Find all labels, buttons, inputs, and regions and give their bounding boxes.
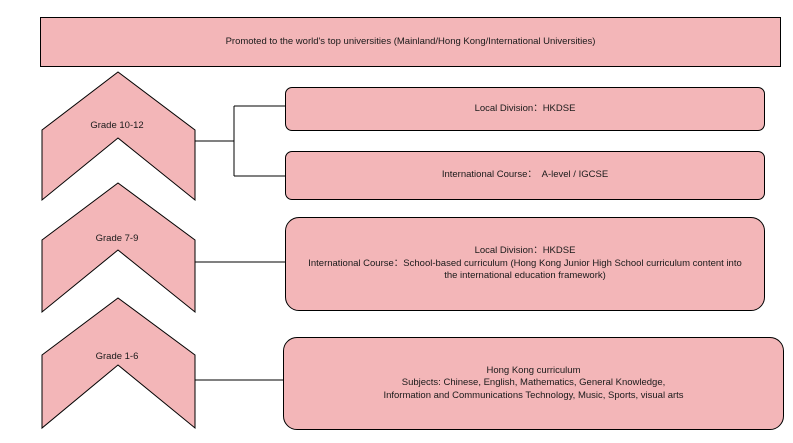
chevron-grade-1-6 <box>41 297 196 430</box>
senior-international-course-text: International Course： A-level / IGCSE <box>441 169 609 181</box>
junior-local-division-text: Local Division：HKDSE <box>474 245 576 257</box>
university-promotion-text: Promoted to the world's top universities… <box>225 35 596 47</box>
senior-international-course-box: International Course： A-level / IGCSE <box>285 151 765 200</box>
junior-international-course-text: International Course：School-based curric… <box>308 257 742 269</box>
primary-subjects-line-2: Information and Communications Technolog… <box>383 389 684 401</box>
stage-label-grade-7-9: Grade 7-9 <box>95 233 139 244</box>
primary-curriculum-title: Hong Kong curriculum <box>486 364 581 376</box>
stage-label-grade-1-6: Grade 1-6 <box>95 351 139 362</box>
university-promotion-box: Promoted to the world's top universities… <box>40 17 781 67</box>
junior-international-course-text-cont: the international education framework) <box>444 270 606 282</box>
senior-local-division-text: Local Division：HKDSE <box>474 102 576 114</box>
connector-grade-10-12 <box>195 105 285 177</box>
senior-local-division-box: Local Division：HKDSE <box>285 87 765 131</box>
chevron-grade-7-9 <box>41 182 196 314</box>
primary-curriculum-box: Hong Kong curriculum Subjects: Chinese, … <box>283 337 784 430</box>
primary-subjects-line-1: Subjects: Chinese, English, Mathematics,… <box>401 377 666 389</box>
stage-label-grade-10-12: Grade 10-12 <box>90 120 144 131</box>
chevron-grade-10-12 <box>41 71 196 202</box>
junior-curriculum-box: Local Division：HKDSE International Cours… <box>285 217 765 311</box>
